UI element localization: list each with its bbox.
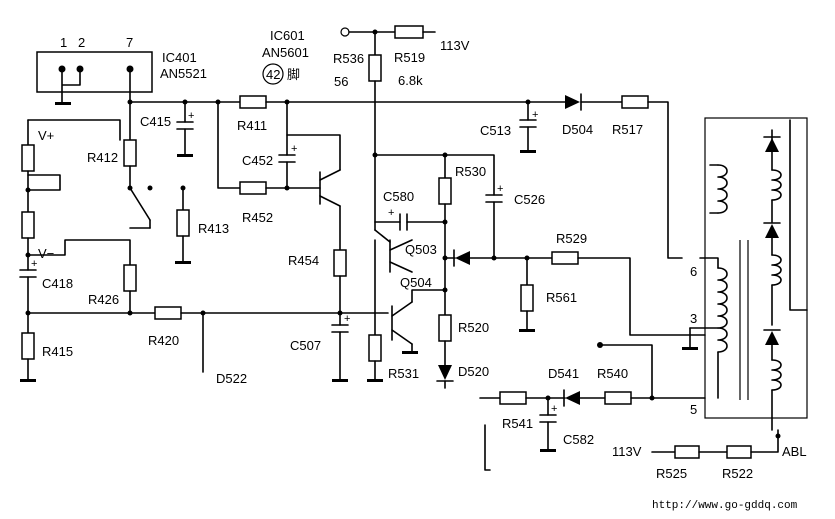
svg-text:+: +: [188, 110, 194, 122]
c415-label: C415: [140, 114, 171, 129]
q504-label: Q504: [400, 275, 432, 290]
d541-r540-stage: D541 R540 R541 + C582: [479, 342, 706, 471]
r412-label: R412: [87, 150, 118, 165]
v113-top-label: 113V: [440, 38, 470, 53]
ic601-part: AN5601: [262, 45, 309, 60]
ic601-pin-number: 42: [266, 67, 280, 82]
q503-label: Q503: [405, 242, 437, 257]
ic401-ref: IC401: [162, 50, 197, 65]
r529-r561: R529 R561: [519, 231, 706, 336]
c580-label: C580: [383, 189, 414, 204]
r529-label: R529: [556, 231, 587, 246]
r420-label: R420: [148, 333, 179, 348]
v113-bottom-label: 113V: [612, 444, 642, 459]
r454-label: R454: [288, 253, 319, 268]
c415: + C415: [140, 101, 194, 157]
svg-text:+: +: [388, 207, 394, 219]
c526-label: C526: [514, 192, 545, 207]
r519-label: R519: [394, 50, 425, 65]
svg-text:+: +: [532, 109, 538, 121]
v-plus-label: V+: [38, 128, 54, 143]
r426-label: R426: [88, 292, 119, 307]
svg-text:+: +: [497, 183, 503, 195]
ic601-ref: IC601: [270, 28, 305, 43]
pin5-label: 5: [690, 402, 697, 417]
r413-label: R413: [198, 221, 229, 236]
ic401-part: AN5521: [160, 66, 207, 81]
r413: R413: [175, 189, 229, 264]
r522-label: R522: [722, 466, 753, 481]
c418-label: C418: [42, 276, 73, 291]
c507-label: C507: [290, 338, 321, 353]
pin3-label: 3: [690, 311, 697, 326]
d541-label: D541: [548, 366, 579, 381]
ic601-pin-suffix: 脚: [287, 67, 300, 82]
d522-label: D522: [216, 371, 247, 386]
r519-value: 6.8k: [398, 73, 423, 88]
r525-label: R525: [656, 466, 687, 481]
c513-label: C513: [480, 123, 511, 138]
ic601-label: IC601 AN5601 42 脚: [262, 28, 309, 85]
r452-label: R452: [242, 210, 273, 225]
ic401-block: 1 2 7 IC401 AN5521: [36, 35, 207, 93]
pin6-label: 6: [690, 264, 697, 279]
ic401-pin-1: 1: [60, 35, 67, 50]
r536-label: R536: [333, 51, 364, 66]
r412-switch: R412: [87, 139, 186, 229]
r411-label: R411: [237, 118, 267, 133]
d504: D504: [562, 93, 623, 137]
r541-label: R541: [502, 416, 533, 431]
svg-text:+: +: [291, 143, 297, 155]
abl-label: ABL: [782, 444, 807, 459]
r536-value: 56: [334, 74, 348, 89]
source-url: http://www.go-gddq.com: [652, 500, 798, 512]
r520-label: R520: [458, 320, 489, 335]
r530-label: R530: [455, 164, 486, 179]
ic401-pin-2: 2: [78, 35, 85, 50]
c582-label: C582: [563, 432, 594, 447]
svg-text:+: +: [344, 313, 350, 325]
c513: + C513: [480, 101, 538, 153]
svg-text:+: +: [31, 258, 37, 270]
v-minus-label: V−: [38, 246, 54, 261]
r415-label: R415: [42, 344, 73, 359]
r452-c452-stage: R452 + C452: [217, 101, 341, 251]
d504-label: D504: [562, 122, 593, 137]
r426: R426: [88, 227, 151, 316]
left-chain: V+ V− + C418 R415: [19, 119, 131, 382]
r517-label: R517: [612, 122, 643, 137]
bottom-supply: 113V R525 R522 ABL: [612, 429, 807, 481]
c452-label: C452: [242, 153, 273, 168]
r531-label: R531: [388, 366, 419, 381]
ic401-pin-7: 7: [126, 35, 133, 50]
svg-text:+: +: [551, 403, 557, 415]
r540-label: R540: [597, 366, 628, 381]
top-supply: 113V R519 6.8k R536 56: [333, 25, 470, 156]
r561-label: R561: [546, 290, 577, 305]
q503-q504-stage: R531 Q503 + C580 R530 + C526 Q504: [367, 152, 553, 389]
d520-label: D520: [458, 364, 489, 379]
flyback-transformer: 6 3 5: [682, 117, 808, 431]
r454-c507: R454 + C507: [288, 249, 350, 382]
